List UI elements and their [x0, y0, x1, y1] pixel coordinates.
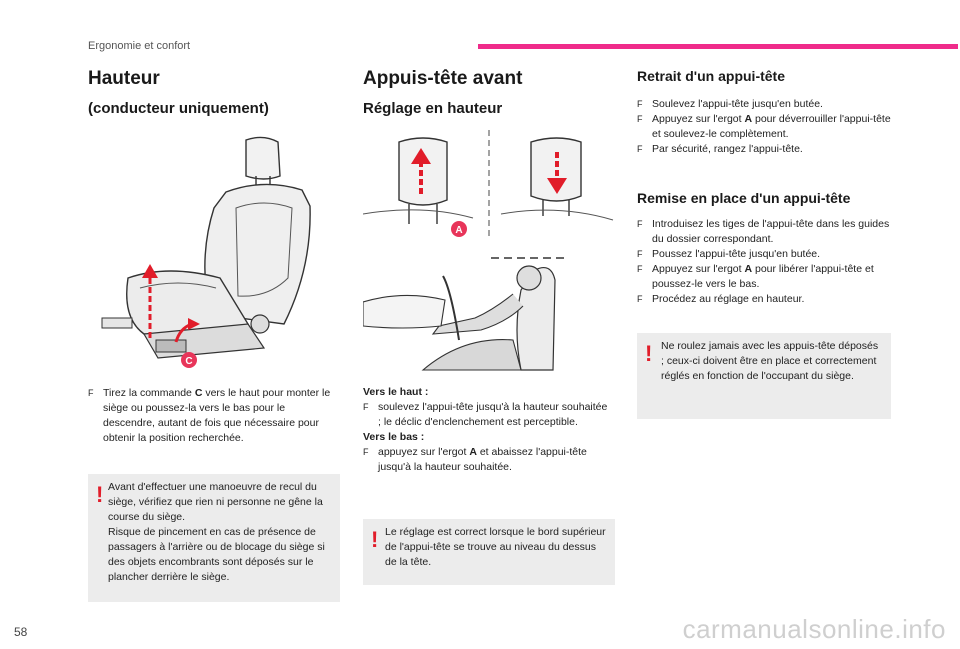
bullet-marker: F [363, 447, 369, 457]
heading-remise: Remise en place d'un appui-tête [637, 190, 851, 206]
callout-a: A [455, 225, 462, 236]
warning-icon: ! [371, 527, 379, 552]
bullet-marker: F [363, 402, 369, 412]
warning-box-remise: ! Ne roulez jamais avec les appuis-tête … [637, 333, 891, 419]
section-accent-bar [478, 44, 958, 49]
section-title: Ergonomie et confort [88, 40, 191, 52]
up-label: Vers le haut : [363, 386, 429, 398]
watermark: carmanualsonline.info [682, 614, 946, 644]
warning-box-headrest: ! Le réglage est correct lorsque le bord… [363, 519, 615, 585]
warning-text: Ne roulez jamais avec les appuis-tête dé… [661, 340, 879, 382]
warning-text: Le réglage est correct lorsque le bord s… [385, 526, 606, 568]
heading-retrait: Retrait d'un appui-tête [637, 68, 785, 84]
warning-box-seat: ! Avant d'effectuer une manoeuvre de rec… [88, 474, 340, 602]
warning-text-1: Avant d'effectuer une manoeuvre de recul… [108, 481, 323, 523]
up-text: soulevez l'appui-tête jusqu'à la hauteur… [378, 401, 608, 428]
warning-icon: ! [96, 482, 104, 507]
warning-icon: ! [645, 341, 653, 366]
page-number: 58 [14, 625, 28, 639]
warning-text-2: Risque de pincement en cas de présence d… [108, 526, 325, 583]
seat-illustration: C [101, 136, 311, 368]
down-label: Vers le bas : [363, 431, 425, 443]
headrest-illustration: A [363, 130, 614, 371]
heading-appuis-tete: Appuis-tête avant [363, 68, 523, 89]
heading-hauteur: Hauteur [88, 68, 160, 89]
callout-c: C [185, 356, 192, 367]
subheading-reglage: Réglage en hauteur [363, 100, 503, 117]
subheading-conducteur: (conducteur uniquement) [88, 100, 269, 117]
bullet-marker: F [88, 388, 94, 398]
